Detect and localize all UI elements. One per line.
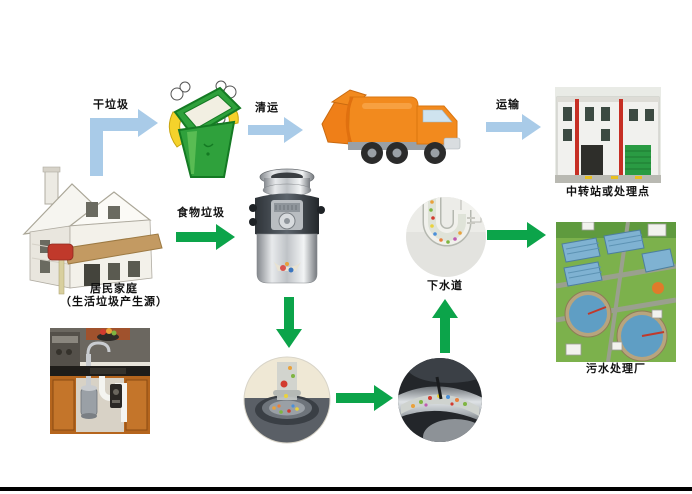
kitchen-installation-photo <box>50 328 150 434</box>
sewer-pipe-photo <box>405 196 487 278</box>
food-waste-disposer-icon <box>241 166 333 292</box>
haul-arrow <box>248 116 304 144</box>
transfer-station-icon <box>555 87 661 183</box>
grinding-chamber-photo <box>243 356 331 444</box>
household-label-line1: 居民家庭 <box>90 283 138 295</box>
sewer-to-plant-arrow <box>487 221 547 249</box>
food-waste-arrow <box>176 224 236 250</box>
transport-arrow <box>486 113 542 141</box>
sewer-label: 下水道 <box>427 280 463 292</box>
household-label-line2: （生活垃圾产生源） <box>60 296 168 308</box>
page-bottom-rule <box>0 487 692 491</box>
chamber-to-pipe-arrow <box>336 384 394 412</box>
treatment-plant-photo <box>556 222 676 362</box>
dry-waste-arrow-label: 干垃圾 <box>93 99 129 111</box>
house-icon <box>22 164 164 296</box>
dry-waste-arrow <box>88 106 160 176</box>
trash-bin-icon <box>163 78 247 180</box>
garbage-truck-icon <box>320 82 470 167</box>
transport-arrow-label: 运输 <box>496 99 520 111</box>
transfer-station-label: 中转站或处理点 <box>566 186 650 198</box>
drain-pipe-photo <box>397 357 483 443</box>
food-waste-arrow-label: 食物垃圾 <box>177 207 225 219</box>
haul-arrow-label: 清运 <box>255 102 279 114</box>
disposer-to-chamber-arrow <box>275 297 303 349</box>
treatment-plant-label: 污水处理厂 <box>586 363 646 375</box>
pipe-to-sewer-arrow <box>431 298 459 354</box>
